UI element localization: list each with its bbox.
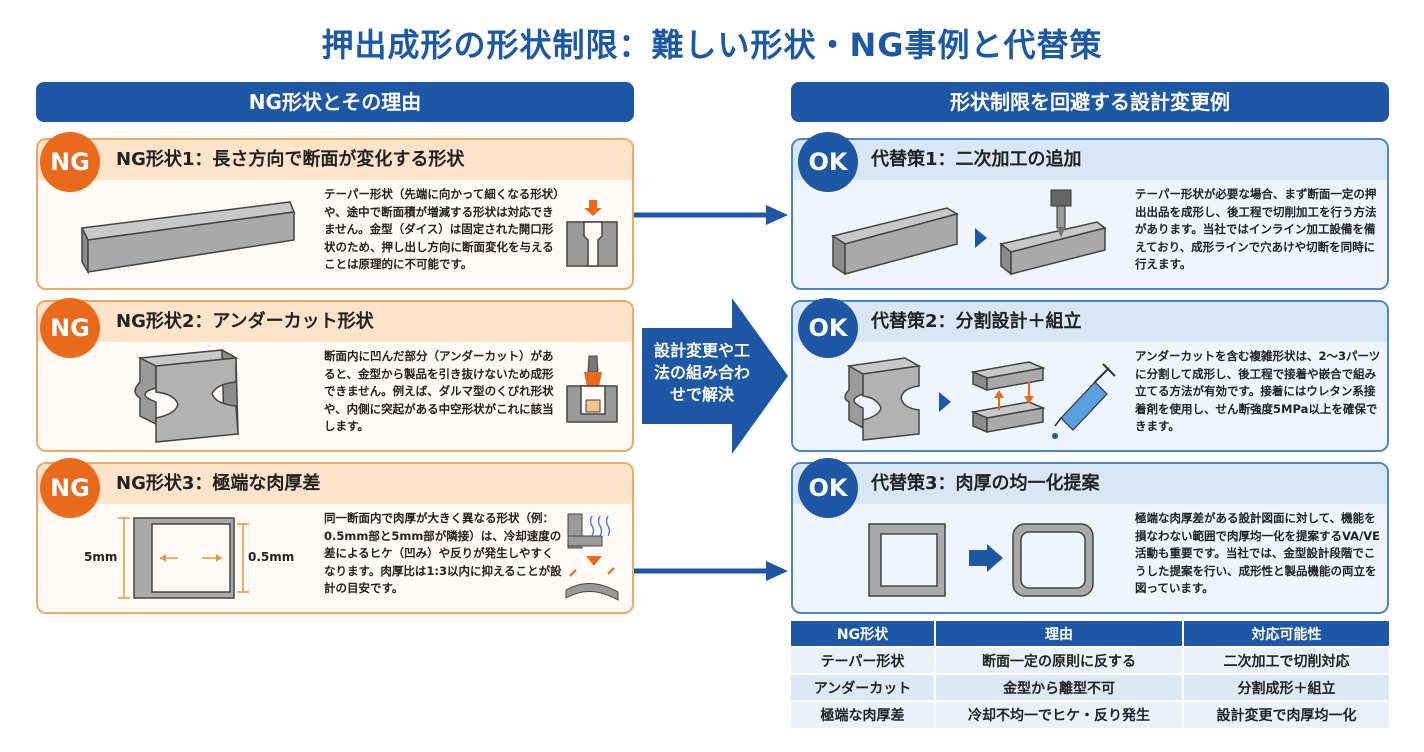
- ng-card-1-desc: テーパー形状（先端に向かって細くなる形状）や、途中で断面積が増減する形状は対応で…: [324, 187, 560, 271]
- tapered-profile-illustration: [80, 200, 618, 275]
- ng-card-3-title: NG形状3：極端な肉厚差: [38, 464, 632, 504]
- ok-card-1: 代替策1：二次加工の追加 テーパー形状が必要な場合、まず断面一定の押出出品を成形…: [791, 138, 1389, 290]
- table-cell: 分割成形＋組立: [1183, 673, 1389, 701]
- table-row: 極端な肉厚差 冷却不均一でヒケ・反り発生 設計変更で肉厚均一化: [791, 700, 1389, 728]
- adhesive-syringe-icon: [1052, 363, 1116, 439]
- table-cell: 二次加工で切削対応: [1183, 646, 1389, 674]
- ng-card-3: NG形状3：極端な肉厚差 5mm 0.5mm 同一断面内で肉厚が大きく異なる形状…: [36, 462, 634, 614]
- center-arrow-text: 設計変更や工法の組み合わせで解決: [653, 341, 750, 404]
- undercut-die-icon: [566, 355, 618, 423]
- ok-badge-3: OK: [798, 458, 858, 518]
- arrow-right-icon: [634, 205, 788, 225]
- ng-card-2-desc: 断面内に凹んだ部分（アンダーカット）があると、金型から製品を引き抜けないため成形…: [324, 349, 554, 433]
- ng-card-2: NG形状2：アンダーカット形状 断面内に凹んだ部分（アンダーカット）があると、金…: [36, 300, 634, 452]
- die-fixed-opening-icon: [566, 200, 618, 267]
- warp-icon: [565, 513, 619, 601]
- ok-card-3-title: 代替策3：肉厚の均一化提案: [793, 464, 1387, 504]
- uniform-wall-illustration: [868, 523, 1094, 597]
- summary-header-reason: 理由: [935, 621, 1184, 647]
- undercut-profile-illustration: [134, 348, 618, 443]
- ok-badge-1: OK: [798, 132, 858, 192]
- big-solution-arrow-icon: [642, 298, 788, 454]
- ng-badge-3: NG: [40, 458, 100, 518]
- ok-card-2-desc: アンダーカットを含む複雑形状は、2〜3パーツに分割して成形し、後工程で接着や嵌合…: [1135, 349, 1381, 433]
- ok-card-1-title: 代替策1：二次加工の追加: [793, 140, 1387, 180]
- table-cell: 断面一定の原則に反する: [935, 646, 1184, 674]
- summary-header-feasibility: 対応可能性: [1183, 621, 1389, 647]
- secondary-machining-illustration: [831, 189, 1107, 276]
- drill-tool-icon: [1050, 189, 1072, 238]
- summary-header-ng-shape: NG形状: [791, 621, 936, 647]
- ok-card-2-title: 代替策2：分割設計＋組立: [793, 302, 1387, 342]
- table-row: テーパー形状 断面一定の原則に反する 二次加工で切削対応: [791, 646, 1389, 674]
- ng-card-3-desc: 同一断面内で肉厚が大きく異なる形状（例：0.5mm部と5mm部が隣接）は、冷却速…: [324, 511, 562, 595]
- ng-badge-1: NG: [40, 132, 100, 192]
- uneven-wall-illustration: [118, 513, 619, 601]
- ok-card-3: 代替策3：肉厚の均一化提案 極端な肉厚差がある設計図面に対して、機能を損なわない…: [791, 462, 1389, 614]
- summary-table: NG形状 理由 対応可能性 テーパー形状 断面一定の原則に反する 二次加工で切削…: [791, 621, 1389, 728]
- table-cell: 冷却不均一でヒケ・反り発生: [935, 700, 1184, 728]
- ok-card-3-desc: 極端な肉厚差がある設計図面に対して、機能を損なわない範囲で肉厚均一化を提案するV…: [1135, 511, 1380, 595]
- page-title: 押出成形の形状制限：難しい形状・NG事例と代替策: [321, 26, 1103, 64]
- ok-card-1-desc: テーパー形状が必要な場合、まず断面一定の押出出品を成形し、後工程で切削加工を行う…: [1135, 187, 1377, 271]
- ng-badge-2: NG: [40, 298, 100, 358]
- arrow-right-icon: [634, 561, 788, 581]
- ng-section-header: NG形状とその理由: [36, 82, 634, 122]
- table-cell: 設計変更で肉厚均一化: [1183, 700, 1389, 728]
- table-cell: テーパー形状: [791, 646, 936, 674]
- ok-card-2: 代替策2：分割設計＋組立 アンダーカットを含む複雑形状は、2〜3パーツに分割して…: [791, 300, 1389, 452]
- table-cell: 極端な肉厚差: [791, 700, 936, 728]
- ng-card-1-title: NG形状1：長さ方向で断面が変化する形状: [38, 140, 632, 180]
- summary-header-row: NG形状 理由 対応可能性: [791, 621, 1389, 647]
- ok-badge-2: OK: [798, 298, 858, 358]
- table-row: アンダーカット 金型から離型不可 分割成形＋組立: [791, 673, 1389, 701]
- dimension-label-5mm: 5mm: [84, 550, 118, 564]
- table-cell: アンダーカット: [791, 673, 936, 701]
- ok-section-header: 形状制限を回避する設計変更例: [791, 82, 1389, 122]
- dimension-label-0-5mm: 0.5mm: [248, 550, 295, 564]
- ng-card-1: NG形状1：長さ方向で断面が変化する形状 テーパー形状（先端に向かって細くなる形…: [36, 138, 634, 290]
- split-assembly-illustration: [844, 357, 1116, 441]
- ng-card-2-title: NG形状2：アンダーカット形状: [38, 302, 632, 342]
- table-cell: 金型から離型不可: [935, 673, 1184, 701]
